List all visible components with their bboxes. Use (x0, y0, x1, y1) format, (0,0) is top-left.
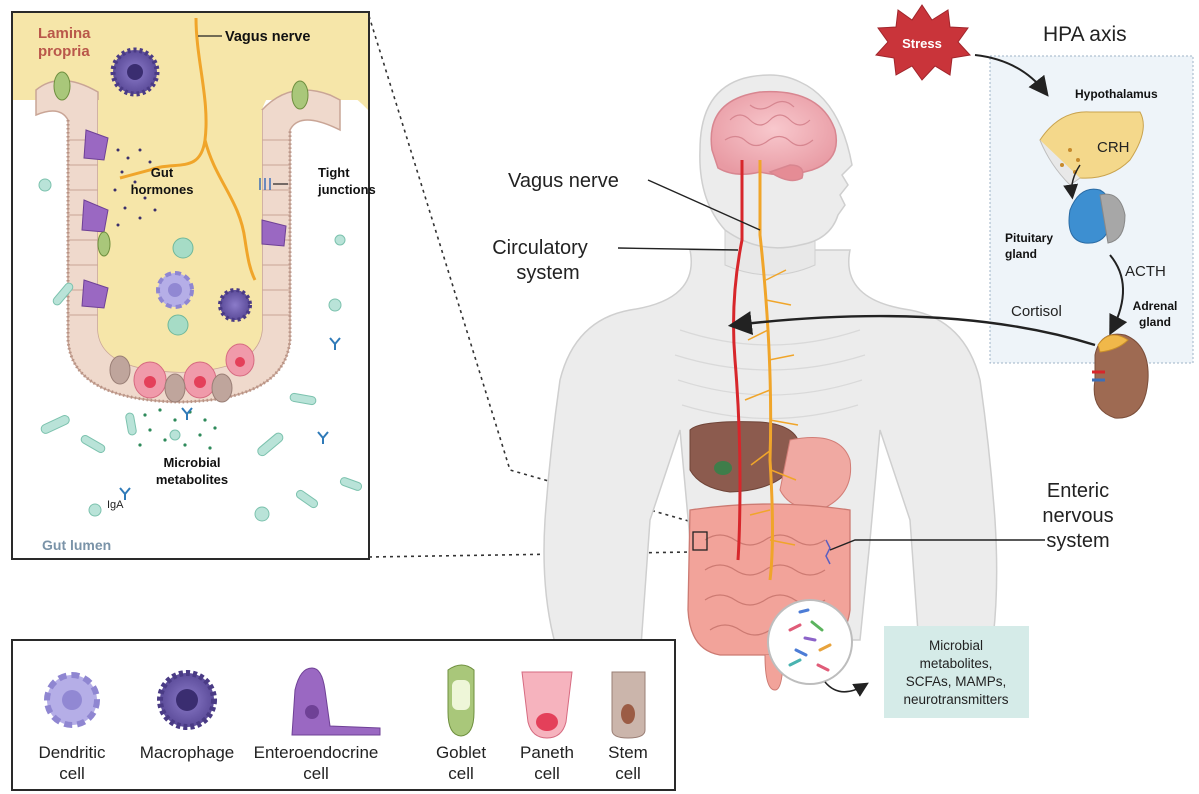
gut-lumen-label: Gut lumen (42, 537, 111, 553)
goblet-cell-icon (448, 665, 474, 736)
gallbladder (714, 461, 732, 475)
macrophage-icon (160, 673, 214, 727)
cortisol-label: Cortisol (1011, 303, 1062, 320)
lymphocyte-cell (173, 238, 193, 258)
inset-vagus-nerve-label: Vagus nerve (225, 29, 310, 45)
macrophage-inset-2 (220, 290, 250, 320)
macrophage-inset (113, 50, 157, 94)
dendritic-cell-icon (47, 675, 97, 725)
stem-cell-icon (612, 672, 645, 738)
dendritic-cell-inset (158, 273, 192, 307)
legend-border (12, 640, 675, 790)
human-body (544, 75, 997, 700)
hpa-title: HPA axis (1043, 23, 1127, 46)
microbiome-magnifier (768, 600, 852, 684)
lymphocyte-cell (168, 315, 188, 335)
iga-label: IgA (107, 499, 124, 511)
body-vagus-nerve-label: Vagus nerve (508, 170, 619, 192)
brain (711, 92, 836, 181)
legend-label-macrophage: Macrophage (140, 743, 235, 762)
stress-label: Stress (902, 36, 942, 51)
hypothalamus-label: Hypothalamus (1075, 87, 1158, 101)
acth-label: ACTH (1125, 263, 1166, 280)
crh-label: CRH (1097, 139, 1130, 156)
magnifier-arrow (825, 682, 865, 692)
circulatory-leader-line (618, 248, 738, 250)
